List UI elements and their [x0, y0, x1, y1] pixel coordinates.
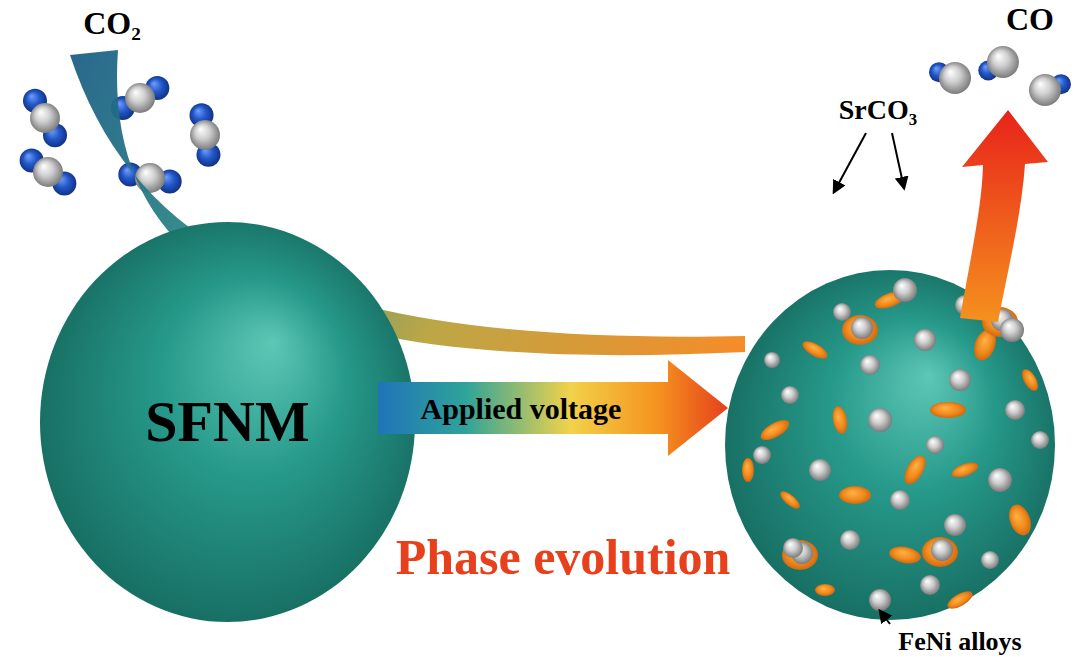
srco3-patch — [1019, 367, 1041, 394]
feni-particle — [926, 436, 944, 454]
sphere-body — [40, 222, 415, 622]
feni-particle — [809, 459, 831, 481]
process-title: Phase evolution — [396, 530, 731, 585]
feni-particle — [851, 317, 873, 339]
evolved-particle — [725, 270, 1055, 620]
srco3-patch — [930, 402, 966, 418]
srco3-patch — [1005, 502, 1035, 539]
srco3-patch — [758, 416, 793, 444]
feni-particle — [868, 408, 892, 432]
atom — [135, 163, 165, 193]
atom — [939, 62, 971, 94]
feni-particle — [1031, 431, 1049, 449]
feni-particle — [949, 369, 971, 391]
feni-particle — [860, 355, 880, 375]
srco3-patch — [742, 458, 754, 482]
feni-particle — [783, 538, 803, 558]
surface-particles — [742, 278, 1049, 612]
feni-particle — [1000, 318, 1024, 342]
srco3-shell — [842, 315, 878, 345]
feni-particle — [981, 551, 999, 569]
feni-particle — [840, 530, 860, 550]
phase-label: SrCO₃ — [839, 95, 917, 126]
co-molecules — [929, 46, 1071, 106]
feni-particle — [869, 589, 891, 611]
srco3-patch — [950, 460, 980, 481]
leader-line — [892, 133, 904, 188]
precursor-sphere: SFNM — [40, 222, 415, 622]
node-label: SFNM — [145, 390, 309, 454]
atom — [1029, 74, 1061, 106]
srco3-patch — [839, 486, 871, 504]
arrow-body — [378, 360, 728, 456]
feni-particle — [914, 329, 936, 351]
atom — [987, 46, 1019, 78]
feni-particle — [753, 446, 771, 464]
leader-line — [880, 611, 890, 624]
feni-particle — [931, 539, 953, 561]
co-release-arrow — [960, 110, 1048, 322]
feni-particle — [920, 575, 940, 595]
feni-particle — [890, 490, 910, 510]
srco3-patch — [800, 338, 830, 362]
srco3-shell — [922, 537, 958, 567]
srco3-patch — [815, 584, 835, 596]
srco3-patch — [900, 452, 930, 488]
voltage-arrow: Applied voltage — [378, 360, 728, 456]
node-label: Applied voltage — [421, 392, 622, 425]
feni-particle — [893, 278, 917, 302]
feni-particle — [764, 352, 780, 368]
atom — [30, 103, 60, 133]
product-label: CO — [1006, 2, 1054, 37]
feni-particle — [1005, 400, 1025, 420]
srco3-patch — [778, 488, 803, 511]
feni-particle — [944, 514, 966, 536]
atom — [33, 157, 63, 187]
atom — [190, 120, 220, 150]
phase-label: FeNi alloys — [898, 628, 1022, 657]
atom — [125, 83, 155, 113]
srco3-patch — [945, 588, 975, 612]
srco3-patch — [831, 405, 850, 435]
leader-line — [834, 133, 866, 192]
feni-particle — [988, 468, 1012, 492]
feni-particle — [833, 303, 851, 321]
reactant-label: CO₂ — [83, 6, 141, 41]
srco3-patch — [888, 544, 922, 565]
feni-particle — [781, 386, 799, 404]
